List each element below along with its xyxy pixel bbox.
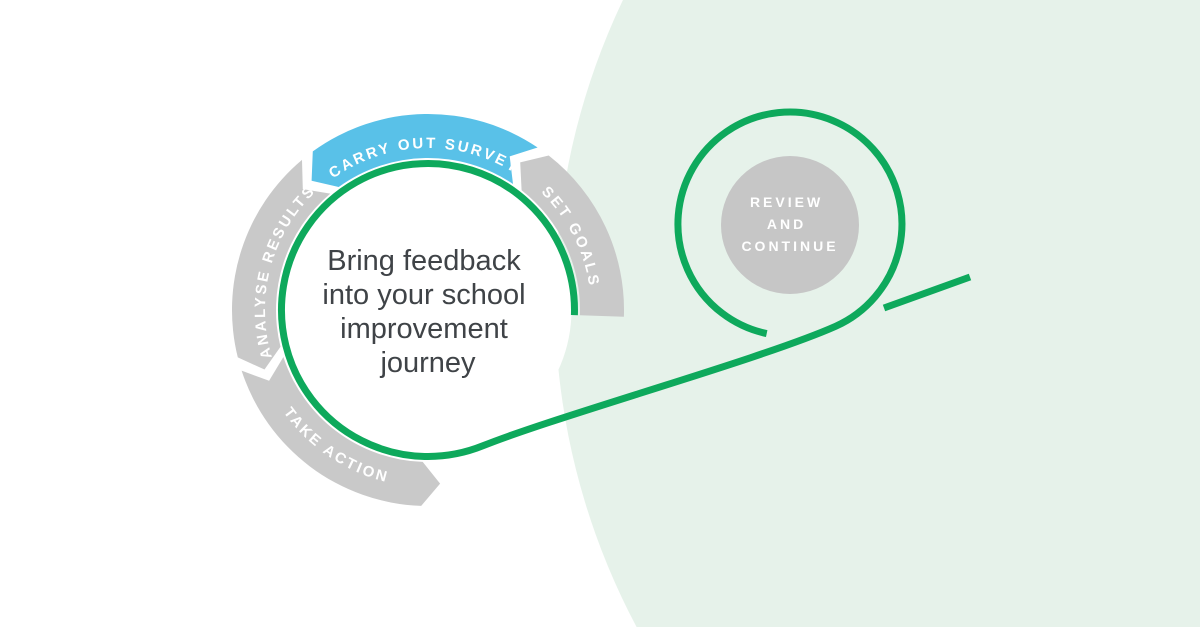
headline-line-4: journey: [379, 347, 476, 379]
headline-line-3: improvement: [340, 313, 508, 345]
segment-carry-out-survey: [311, 113, 538, 187]
segment-analyse-results: [231, 159, 331, 370]
segment-set-goals: [520, 155, 625, 317]
green-exit-line: [882, 273, 972, 312]
review-line-2: AND: [767, 216, 806, 232]
cycle-inner-circle: [284, 166, 572, 454]
review-line-3: CONTINUE: [741, 238, 838, 254]
mint-background-circle: [555, 0, 1200, 627]
green-cycle-loop-path: [278, 108, 906, 460]
cycle-center-headline: Bring feedback into your school improvem…: [322, 245, 533, 379]
headline-line-1: Bring feedback: [327, 245, 521, 277]
headline-line-2: into your school: [322, 279, 525, 311]
review-line-1: REVIEW: [750, 194, 823, 210]
review-continue-badge: REVIEW AND CONTINUE: [721, 156, 859, 294]
segment-take-action: [241, 357, 441, 506]
review-circle: [721, 156, 859, 294]
review-circle-label: REVIEW AND CONTINUE: [741, 194, 838, 254]
